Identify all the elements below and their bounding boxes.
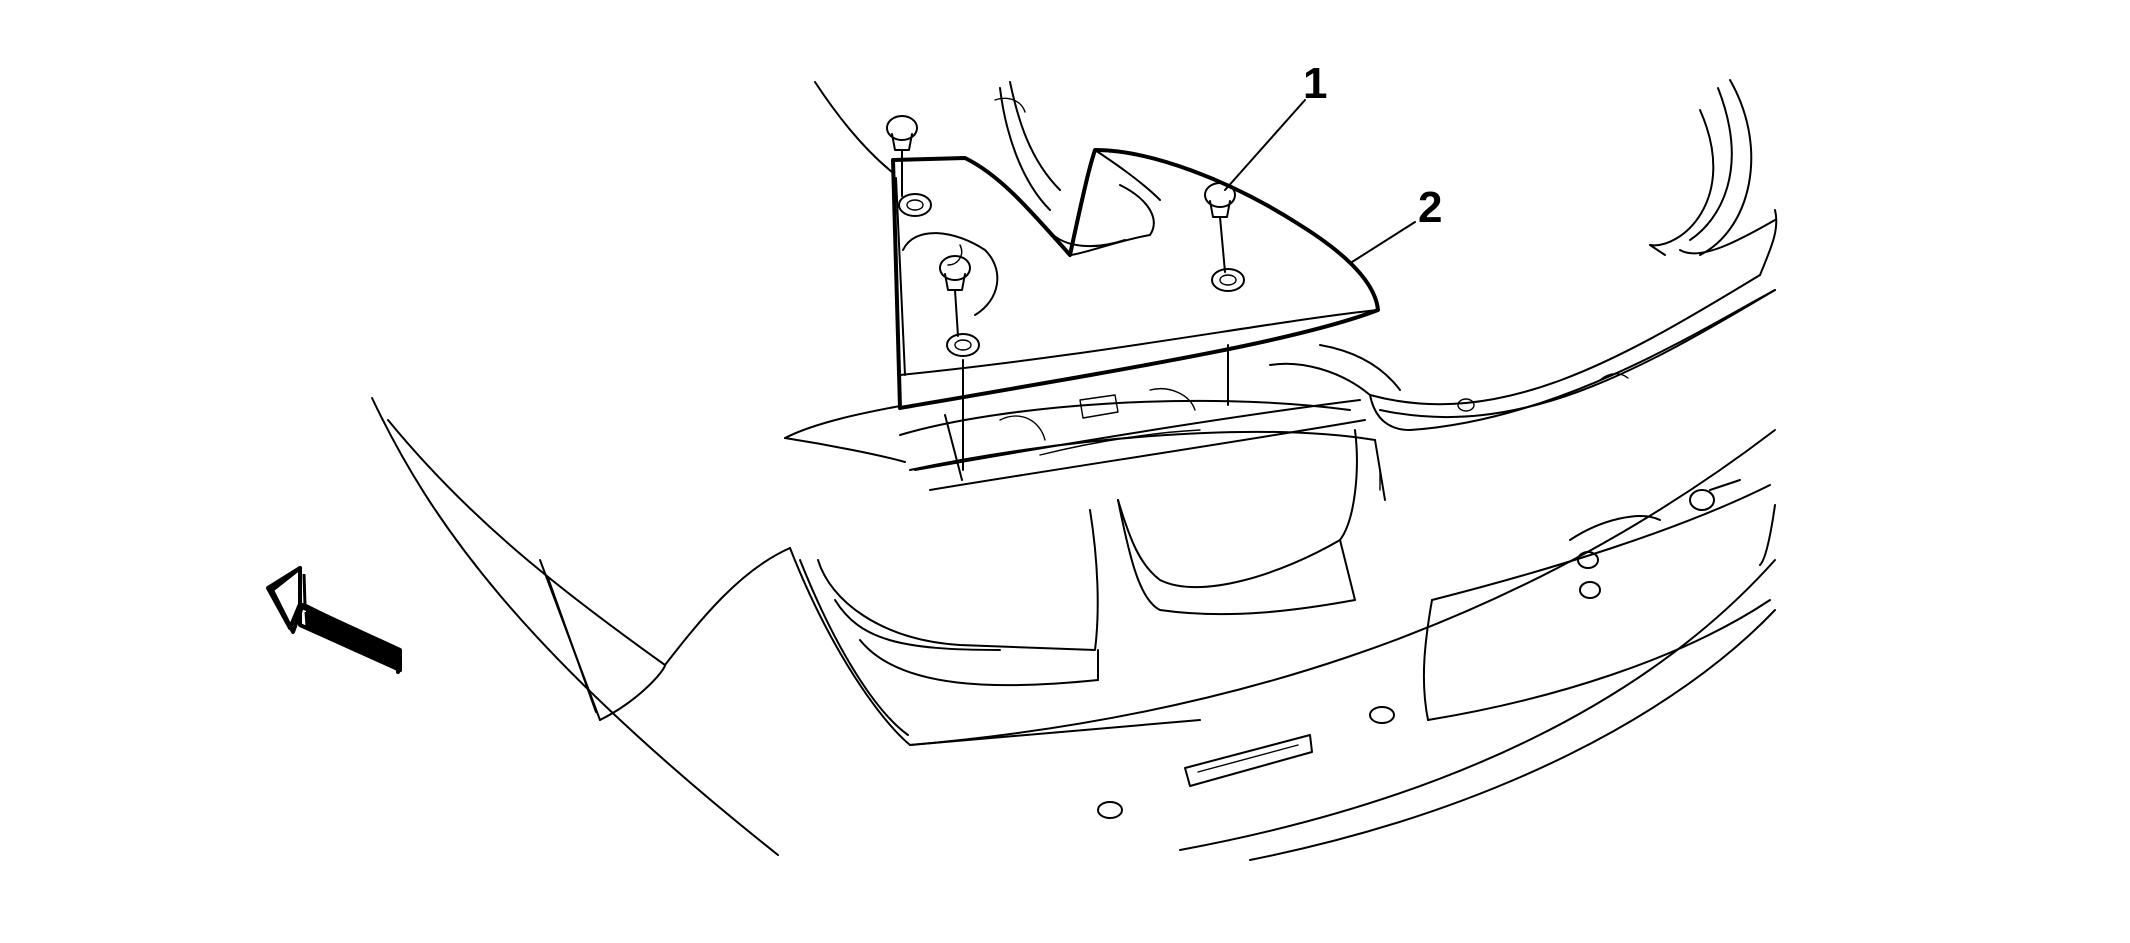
forward-view-arrow-icon bbox=[266, 566, 402, 674]
push-pin-fastener bbox=[939, 255, 971, 337]
trunk-sill bbox=[899, 344, 1401, 501]
left-quarter-panel bbox=[371, 397, 791, 856]
push-pin-fasteners bbox=[886, 115, 1236, 337]
callout-2: 2 bbox=[1351, 183, 1442, 263]
push-pin-fastener bbox=[886, 115, 918, 197]
rear-bumper bbox=[789, 429, 1776, 861]
callout-2-label: 2 bbox=[1418, 183, 1442, 232]
trunk-lid-right bbox=[1369, 79, 1778, 431]
license-plate-pocket bbox=[1422, 484, 1771, 721]
push-pin-fastener bbox=[1204, 182, 1236, 273]
mounting-area bbox=[914, 344, 1366, 491]
callout-1-label: 1 bbox=[1303, 59, 1327, 108]
tail-lamp-left bbox=[817, 509, 1099, 687]
bumper-details bbox=[1097, 479, 1741, 819]
trunk-opening bbox=[784, 81, 1061, 463]
rear-spoiler bbox=[891, 148, 1380, 410]
callout-1: 1 bbox=[1224, 59, 1327, 191]
tail-lamp-right bbox=[1117, 429, 1358, 616]
